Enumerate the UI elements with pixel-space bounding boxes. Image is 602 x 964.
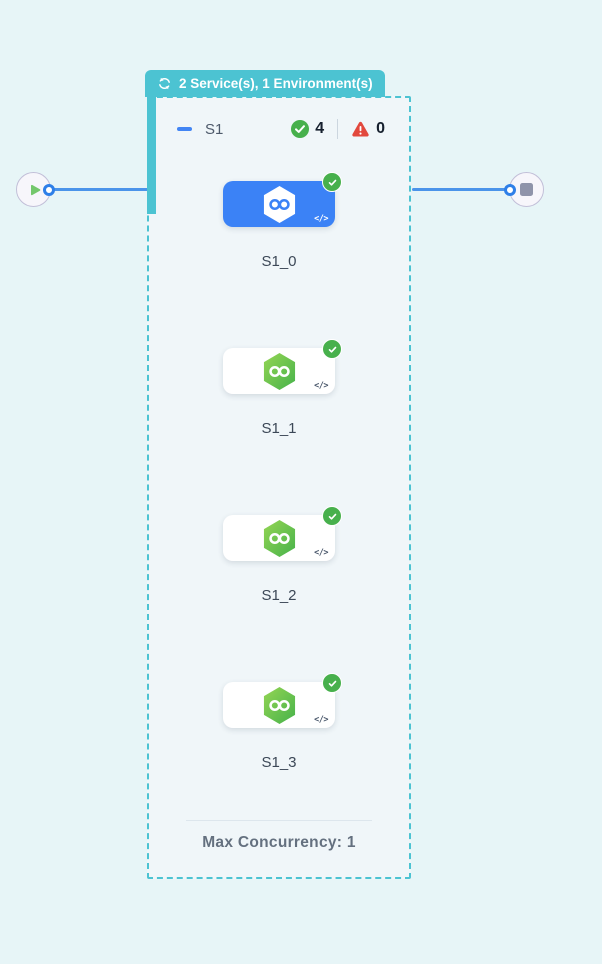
service-node-s1-0[interactable]: </> xyxy=(223,172,342,227)
stage-group-badge[interactable]: 2 Service(s), 1 Environment(s) xyxy=(145,70,385,97)
failure-count: 0 xyxy=(376,120,385,137)
status-separator xyxy=(337,119,339,139)
max-concurrency-label: Max Concurrency: 1 xyxy=(202,834,356,851)
stop-icon xyxy=(520,183,533,196)
service-hexagon-infinity-icon xyxy=(263,519,295,557)
loop-icon xyxy=(159,77,170,90)
service-node-group: </> S1_3 xyxy=(149,673,409,771)
node-label: S1_1 xyxy=(261,420,297,437)
service-hexagon-infinity-icon xyxy=(263,185,295,223)
status-cluster: 4 0 xyxy=(291,119,385,139)
success-count: 4 xyxy=(315,120,325,137)
group-edge-anchor-strip xyxy=(147,96,156,214)
node-label: S1_3 xyxy=(261,754,297,771)
edge-connector-right xyxy=(504,184,516,196)
node-success-badge xyxy=(322,339,342,359)
failure-warning-icon xyxy=(352,121,369,136)
stage-group-badge-label: 2 Service(s), 1 Environment(s) xyxy=(179,76,373,91)
success-check-icon xyxy=(291,120,310,138)
service-hexagon-infinity-icon xyxy=(263,352,295,390)
stage-group-container: S1 4 0 xyxy=(147,96,411,879)
service-node-s1-1[interactable]: </> xyxy=(223,339,342,394)
play-icon xyxy=(30,184,40,195)
node-label: S1_0 xyxy=(261,253,297,270)
service-node-group: </> S1_0 xyxy=(149,172,409,270)
code-icon: </> xyxy=(314,548,328,558)
service-node-s1-3[interactable]: </> xyxy=(223,673,342,728)
collapse-minus-icon[interactable] xyxy=(177,127,192,131)
code-icon: </> xyxy=(314,715,328,725)
footer-divider xyxy=(186,820,372,821)
node-success-badge xyxy=(322,673,342,693)
node-label: S1_2 xyxy=(261,587,297,604)
stage-group-header: S1 4 0 xyxy=(177,117,385,141)
edge-start-to-group xyxy=(52,188,155,191)
node-success-badge xyxy=(322,172,342,192)
stage-group-title: S1 xyxy=(205,120,224,138)
service-node-group: </> S1_2 xyxy=(149,506,409,604)
service-hexagon-infinity-icon xyxy=(263,686,295,724)
edge-connector-left xyxy=(43,184,55,196)
service-node-s1-2[interactable]: </> xyxy=(223,506,342,561)
code-icon: </> xyxy=(314,381,328,391)
node-success-badge xyxy=(322,506,342,526)
code-icon: </> xyxy=(314,214,328,224)
service-node-group: </> S1_1 xyxy=(149,339,409,437)
edge-group-to-end xyxy=(412,188,506,191)
